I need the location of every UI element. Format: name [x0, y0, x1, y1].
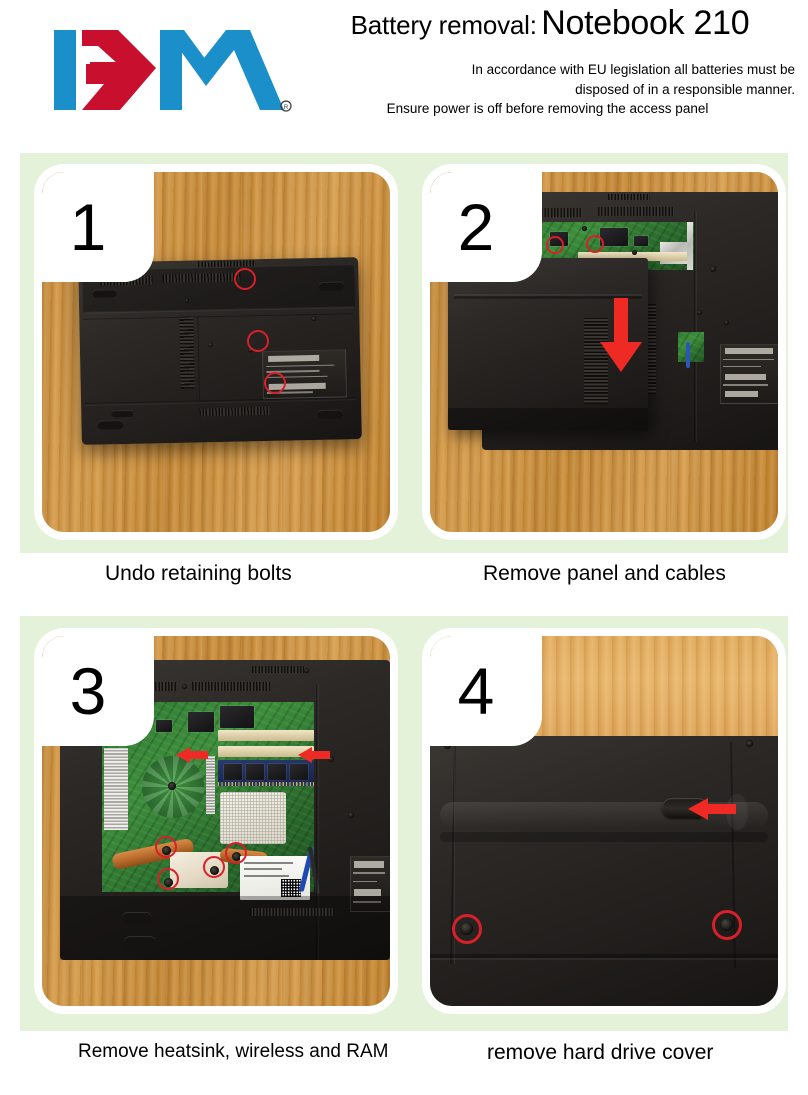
step-1-number: 1 — [69, 190, 107, 264]
heatsink-screw-marker-4 — [225, 842, 247, 864]
cable-marker-1 — [546, 236, 564, 254]
step-4-number-badge: 4 — [430, 636, 542, 746]
rm-logo: R — [52, 22, 292, 118]
ram-release-arrow-left — [176, 747, 208, 763]
step-3-caption: Remove heatsink, wireless and RAM — [78, 1041, 389, 1062]
title-model: Notebook 210 — [541, 4, 750, 42]
safety-notice-line-3: Ensure power is off before removing the … — [386, 101, 709, 117]
step-3-number-badge: 3 — [42, 636, 154, 746]
safety-notice-line-1: In accordance with EU legislation all ba… — [471, 62, 795, 77]
step-4-photo: 4 — [430, 636, 778, 1006]
step-1-number-badge: 1 — [42, 172, 154, 282]
step-3-number: 3 — [69, 654, 107, 728]
poster-title: Battery removal: Notebook 210 — [300, 4, 800, 42]
latch-slide-arrow — [688, 798, 736, 820]
caption-row-2: Remove heatsink, wireless and RAM remove… — [0, 1035, 808, 1095]
heatsink-screw-marker-3 — [203, 856, 225, 878]
heatsink-screw-marker-1 — [155, 836, 177, 858]
cover-screw-marker-left — [452, 914, 482, 944]
ram-release-arrow-right — [298, 747, 330, 763]
caption-row-1: Undo retaining bolts Remove panel and ca… — [0, 556, 808, 616]
step-3-photo: 3 — [42, 636, 390, 1006]
step-2-caption: Remove panel and cables — [483, 562, 726, 585]
step-4-number: 4 — [457, 654, 495, 728]
step-1-caption: Undo retaining bolts — [105, 562, 292, 585]
bolt-marker-1 — [234, 268, 256, 290]
safety-notice: In accordance with EU legislation all ba… — [300, 60, 795, 119]
bolt-marker-2 — [247, 330, 269, 352]
heatsink-screw-marker-2 — [157, 868, 179, 890]
step-4-caption: remove hard drive cover — [487, 1041, 714, 1064]
poster-header: R Battery removal: Notebook 210 In accor… — [0, 0, 808, 148]
svg-text:R: R — [284, 105, 289, 111]
step-2-number: 2 — [457, 190, 495, 264]
safety-notice-line-2: disposed of in a responsible manner. — [575, 81, 795, 97]
bolt-marker-3 — [264, 372, 286, 394]
cable-marker-2 — [586, 235, 604, 253]
title-prefix: Battery removal: — [350, 10, 537, 40]
step-2-number-badge: 2 — [430, 172, 542, 282]
hard-drive-cover — [430, 736, 778, 1006]
cover-screw-marker-right — [712, 910, 742, 940]
panel-slide-arrow — [598, 298, 644, 374]
step-1-photo: 1 — [42, 172, 390, 532]
step-2-photo: 2 — [430, 172, 778, 532]
